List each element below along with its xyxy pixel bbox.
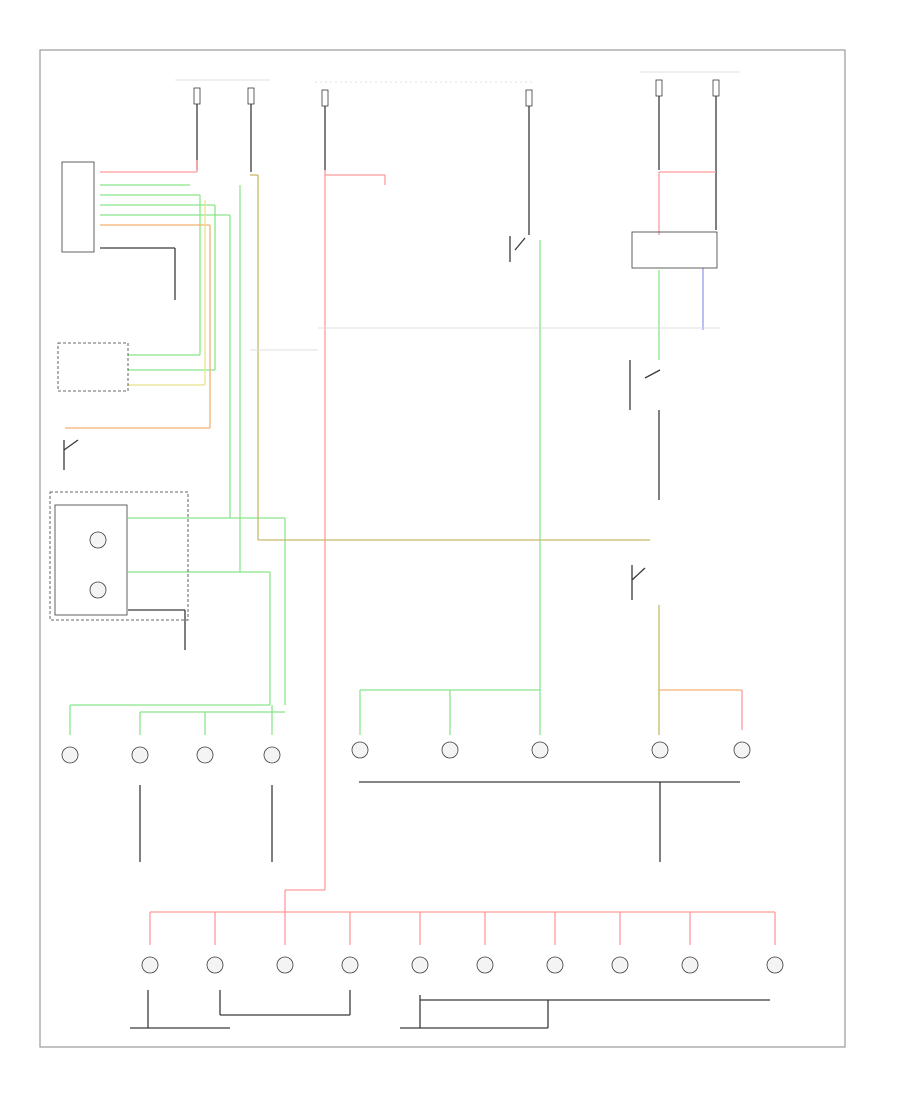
control-module (631, 565, 646, 600)
turn-switch (629, 360, 661, 410)
red-wires (100, 160, 776, 945)
bulb-icon (141, 956, 159, 974)
other-wires (65, 174, 742, 735)
green-wires (69, 184, 660, 735)
instrument-cluster (49, 491, 189, 621)
black-wires (100, 96, 770, 1029)
memory-unit (61, 161, 95, 253)
power-feeds (175, 71, 740, 107)
memory-switch (57, 342, 129, 392)
diagram-frame (39, 49, 846, 1048)
bulb-icon (651, 741, 669, 759)
right-relay (631, 231, 718, 269)
bulb-icon (733, 741, 751, 759)
bulb-icon (546, 956, 564, 974)
fuse-icon (655, 79, 663, 97)
indicator-bulb-icon (89, 531, 107, 549)
bulb-icon (411, 956, 429, 974)
hazard-relay (63, 439, 79, 470)
indicator-bulb-icon (89, 581, 107, 599)
bulbs-row-1 (61, 741, 751, 764)
bulb-icon (476, 956, 494, 974)
bulb-icon (351, 741, 369, 759)
bulb-icon (206, 956, 224, 974)
bulb-icon (531, 741, 549, 759)
bulb-icon (61, 746, 79, 764)
bulb-icon (341, 956, 359, 974)
bulb-icon (611, 956, 629, 974)
bulb-icon (131, 746, 149, 764)
fuse-icon (193, 87, 201, 105)
left-relay (509, 236, 526, 262)
bulb-icon (263, 746, 281, 764)
fuse-icon (525, 89, 533, 107)
bulbs-row-2 (141, 956, 784, 974)
fuse-icon (321, 89, 329, 107)
bulb-icon (441, 741, 459, 759)
fuse-icon (712, 79, 720, 97)
bulb-icon (276, 956, 294, 974)
bulb-icon (196, 746, 214, 764)
bulb-icon (681, 956, 699, 974)
bulb-icon (766, 956, 784, 974)
fuse-icon (247, 87, 255, 105)
